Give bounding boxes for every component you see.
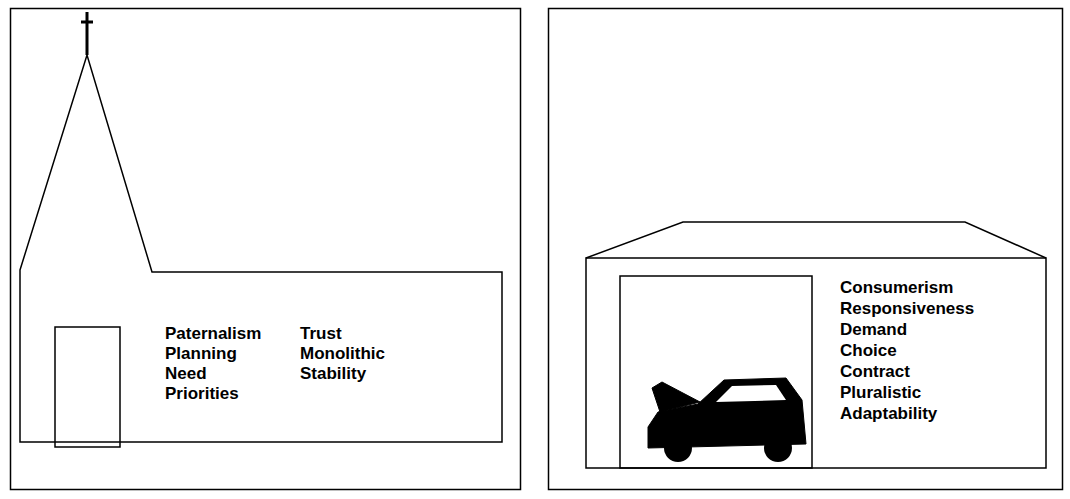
node-text: Priorities bbox=[165, 384, 239, 404]
node-text: Contract bbox=[840, 362, 910, 382]
left-panel-frame bbox=[11, 9, 521, 490]
node-text: Monolithic bbox=[300, 344, 385, 364]
node-text: Choice bbox=[840, 341, 897, 361]
garage-shape: ConsumerismResponsivenessDemandChoiceCon… bbox=[586, 222, 1048, 470]
car-window bbox=[716, 385, 786, 402]
node-text: Responsiveness bbox=[840, 299, 974, 319]
car-front-wheel bbox=[664, 434, 692, 462]
node-text: Consumerism bbox=[840, 278, 953, 298]
car-open-hood bbox=[652, 382, 700, 412]
garage-roof bbox=[586, 222, 1046, 258]
node-text: Trust bbox=[300, 324, 342, 344]
node-text: Planning bbox=[165, 344, 237, 364]
node-text: Paternalism bbox=[165, 324, 261, 344]
node-text: Pluralistic bbox=[840, 383, 921, 403]
right-panel-frame bbox=[549, 9, 1063, 490]
car-rear-wheel bbox=[764, 434, 792, 462]
node-text: Need bbox=[165, 364, 207, 384]
church-door bbox=[55, 327, 120, 447]
garage-door bbox=[620, 276, 812, 468]
node-text: Stability bbox=[300, 364, 366, 384]
church-outline bbox=[20, 55, 502, 442]
node-text: Adaptability bbox=[840, 404, 937, 424]
shape-outline bbox=[586, 222, 1048, 470]
node-text: Demand bbox=[840, 320, 907, 340]
garage-outline bbox=[586, 258, 1046, 468]
church-shape: PaternalismPlanningNeedPriorities TrustMo… bbox=[20, 10, 504, 444]
cross-symbol bbox=[81, 12, 93, 55]
shape-outline bbox=[20, 10, 504, 444]
